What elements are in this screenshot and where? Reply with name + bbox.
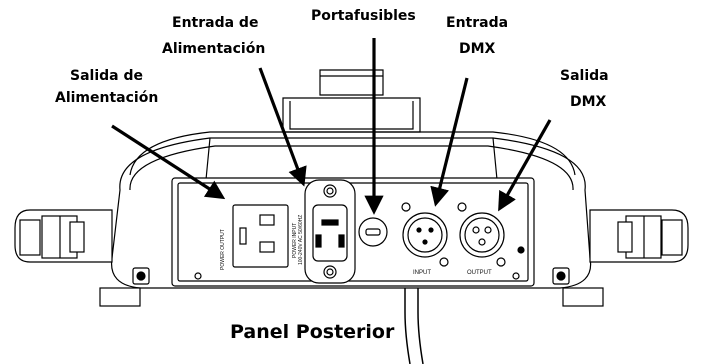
arrow-entrada-alimentacion — [258, 67, 307, 187]
label-entrada-alimentacion-line1: Entrada de — [172, 15, 258, 31]
label-entrada-dmx-line2: DMX — [459, 41, 496, 57]
label-salida-dmx-line2: DMX — [570, 94, 607, 110]
power-input-panel-label: POWER INPUT — [292, 223, 298, 258]
label-entrada-dmx-line1: Entrada — [446, 15, 508, 31]
label-portafusibles: Portafusibles — [311, 8, 416, 24]
arrow-entrada-dmx — [430, 77, 469, 207]
label-entrada-alimentacion-line2: Alimentación — [162, 41, 265, 57]
fuse-holder — [358, 217, 388, 247]
label-salida-alimentacion-line1: Salida de — [70, 68, 143, 84]
dmx-input-panel-label: INPUT — [413, 270, 431, 276]
label-salida-dmx-line1: Salida — [560, 68, 609, 84]
arrow-salida-dmx — [498, 119, 552, 212]
device-drawing — [14, 69, 689, 364]
dmx-output-panel-label: OUTPUT — [467, 270, 492, 276]
arrow-salida-alimentacion — [111, 124, 226, 200]
power-output-panel-label: POWER OUTPUT — [220, 229, 226, 270]
dmx-output-connector — [459, 212, 505, 258]
callout-arrows — [111, 38, 552, 215]
diagram-caption: Panel Posterior — [230, 321, 395, 343]
power-input-rating: 100-240V AC 50/60HZ — [298, 215, 304, 265]
label-salida-alimentacion-line2: Alimentación — [55, 90, 158, 106]
dmx-input-connector — [402, 212, 448, 258]
